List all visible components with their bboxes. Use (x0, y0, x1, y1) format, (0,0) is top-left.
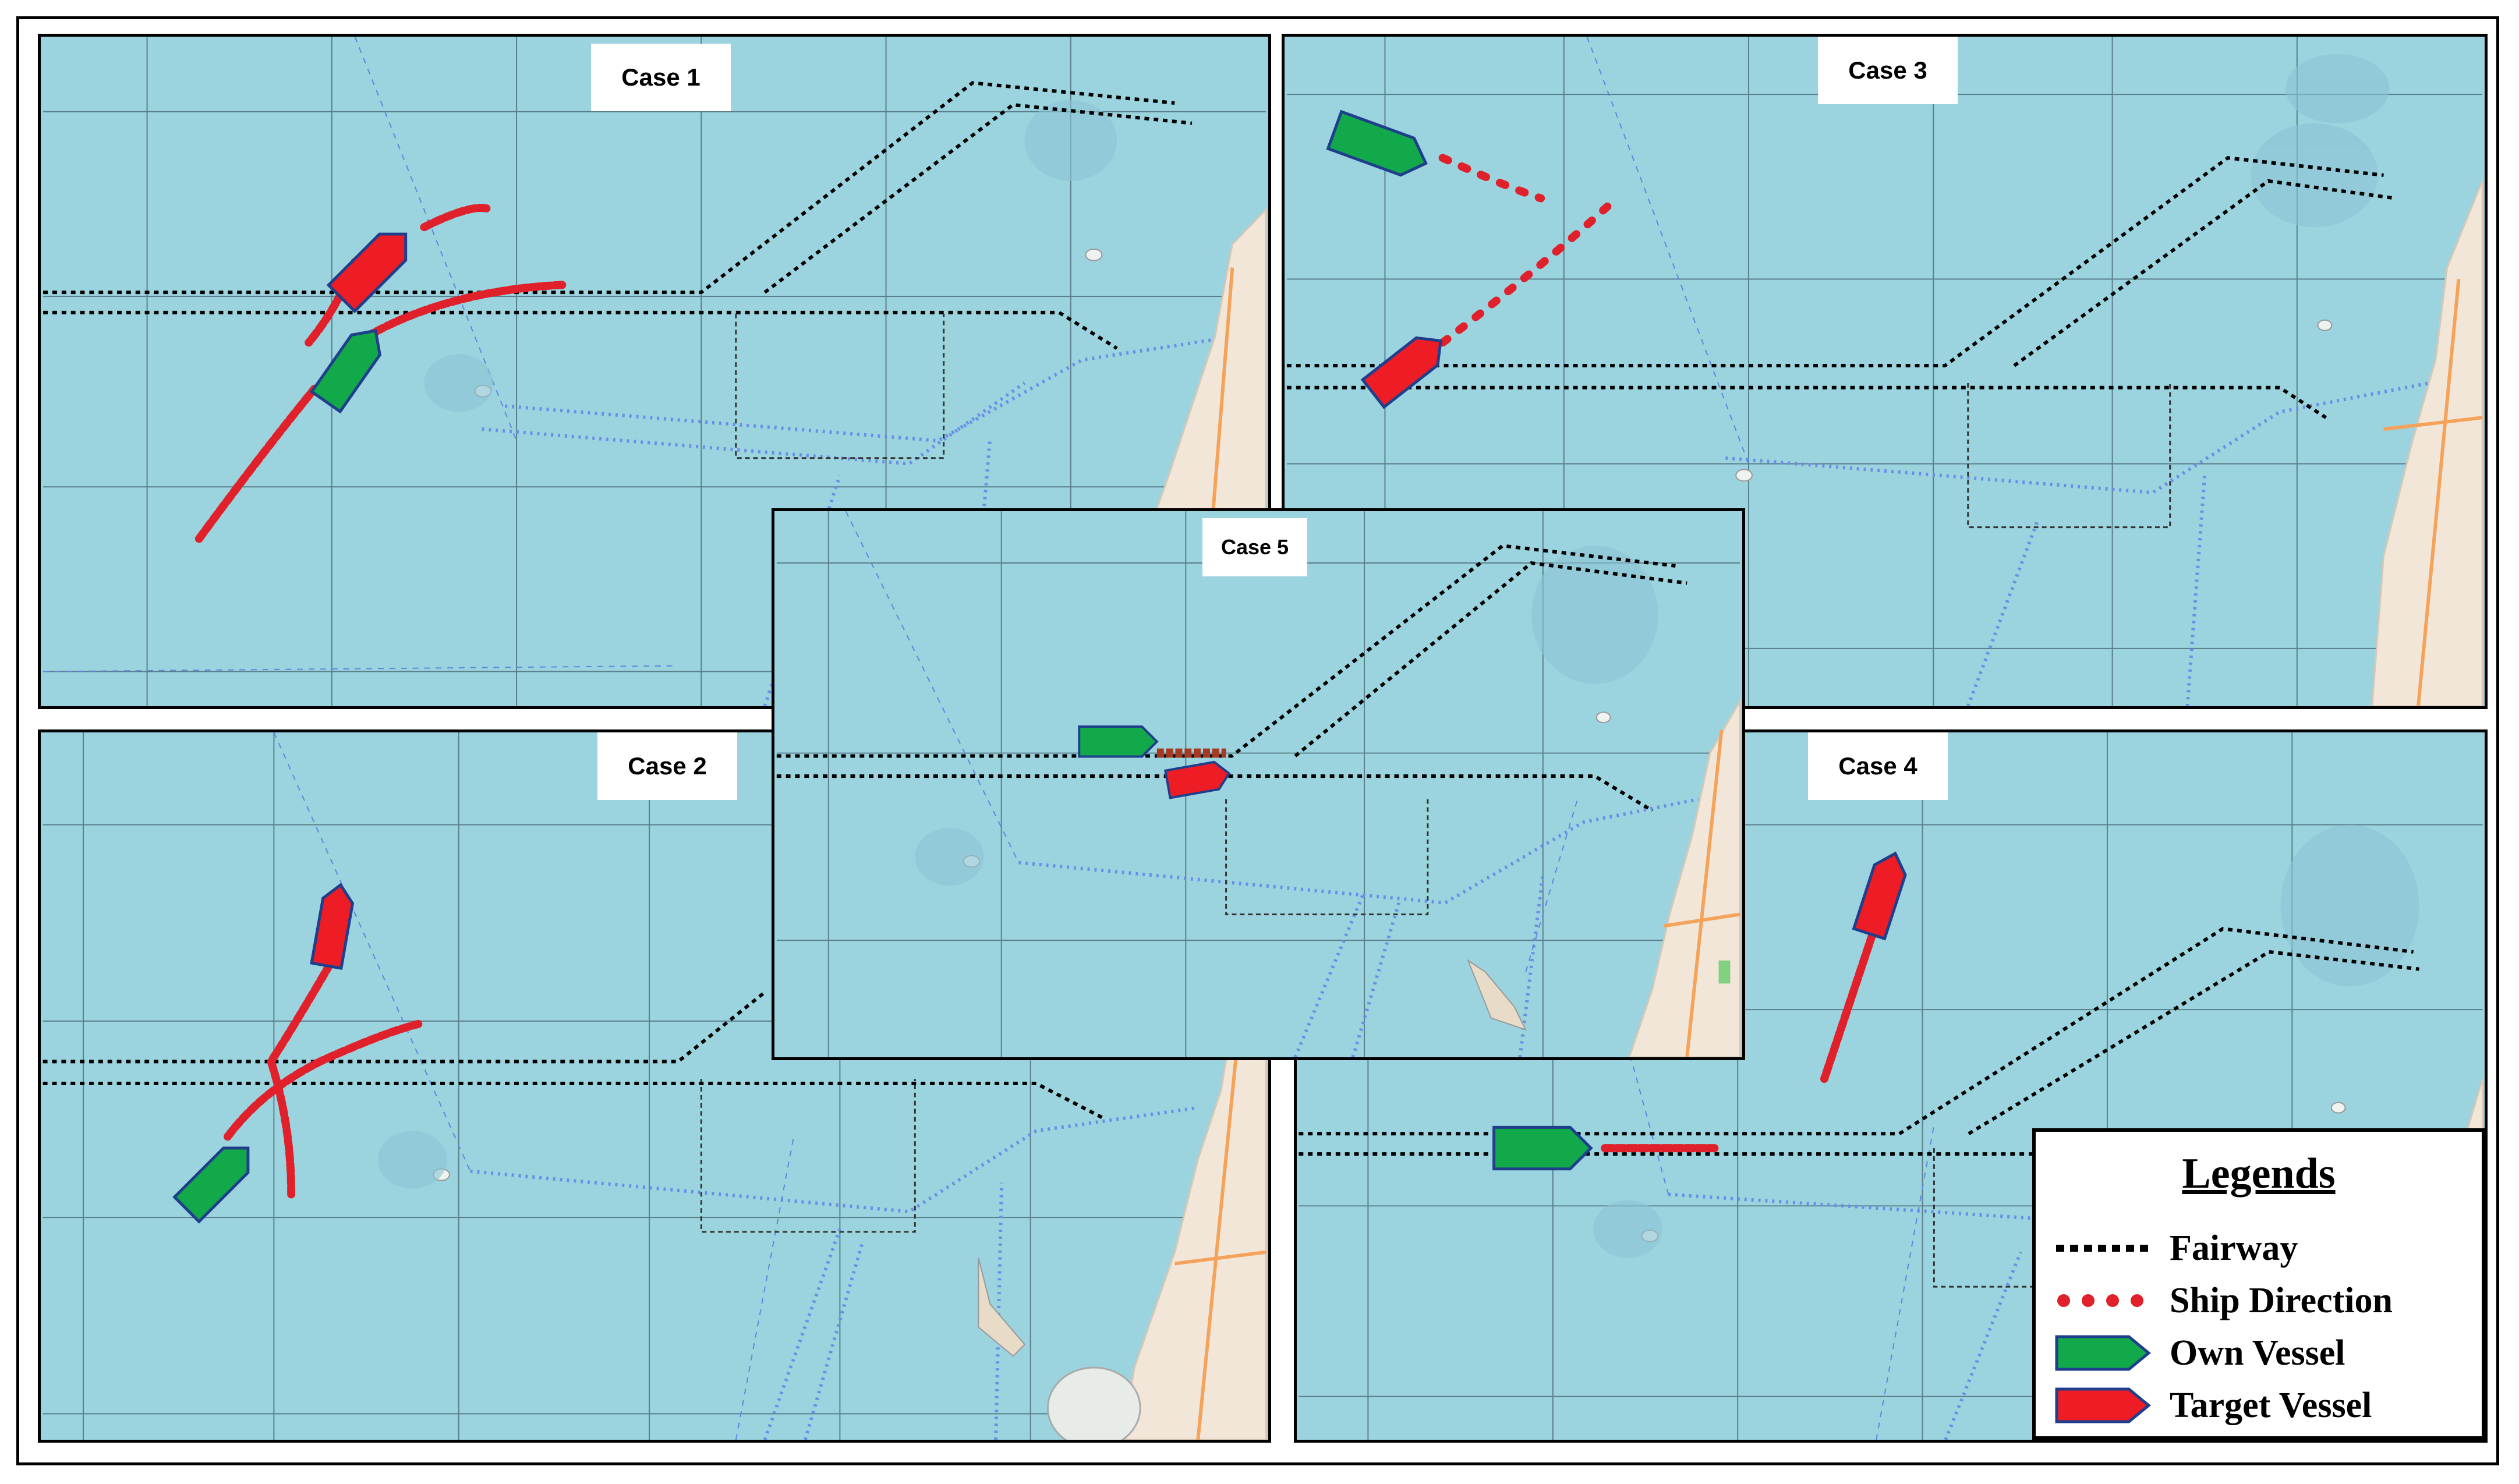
case-label: Case 2 (597, 732, 737, 800)
fairway-lines (43, 81, 1193, 350)
islands (433, 1168, 1026, 1357)
shipping-routes (470, 1106, 1198, 1440)
ship-direction-lines (194, 204, 567, 543)
dotted-red-line-icon (2057, 1294, 2143, 1307)
map-legend: Legends Fairway Ship Direction Own Vesse… (2032, 1128, 2485, 1440)
islands (963, 711, 1611, 1031)
case-label: Case 3 (1818, 37, 1958, 104)
thin-routes (273, 732, 795, 1440)
green-vessel-icon (2055, 1335, 2151, 1371)
target-vessel-icon (1360, 336, 1442, 409)
reef-patches (424, 100, 1117, 412)
ship-direction-lines (224, 959, 423, 1199)
case-label: Case 1 (591, 44, 731, 111)
legend-label: Ship Direction (2170, 1281, 2393, 1320)
map-panel-case-2[interactable]: Case 2 (38, 729, 1271, 1443)
map-panel-case-3[interactable]: Case 3 (1282, 34, 2488, 709)
own-vessel-icon (172, 1146, 250, 1224)
target-vessel-icon (326, 232, 408, 314)
legend-label: Fairway (2170, 1228, 2298, 1268)
thin-routes (1586, 37, 1749, 464)
legend-item-fairway: Fairway (2053, 1225, 2472, 1272)
land-area (1628, 697, 1741, 1057)
reef-patches (2251, 54, 2390, 228)
fairway-lines (776, 544, 1687, 813)
dotted-black-line-icon (2056, 1245, 2149, 1252)
own-vessel-icon (1326, 109, 1428, 177)
shipping-routes (1725, 381, 2430, 706)
reef-patches (915, 546, 1658, 886)
anchorage-box (1967, 382, 2171, 529)
own-vessel-icon (309, 329, 381, 414)
case-label: Case 4 (1808, 732, 1948, 800)
legend-item-ship-direction: Ship Direction (2053, 1277, 2472, 1324)
islands (1735, 319, 2333, 482)
legend-title: Legends (2182, 1150, 2336, 1198)
target-vessel-icon (1164, 760, 1231, 799)
target-vessel-icon (310, 883, 355, 970)
thin-routes (845, 511, 1579, 972)
red-vessel-icon (2055, 1387, 2151, 1423)
target-vessel-icon (1852, 851, 1907, 941)
map-case-5 (776, 511, 1741, 1057)
reef-patches (1593, 824, 2419, 1258)
shipping-routes (1018, 797, 1699, 1057)
anchorage-box (735, 313, 945, 459)
ship-direction-lines (1601, 919, 1881, 1153)
case-label: Case 5 (1202, 518, 1307, 576)
legend-label: Target Vessel (2170, 1386, 2372, 1425)
anchorage-box (700, 1079, 916, 1233)
fairway-lines (1286, 156, 2396, 419)
ship-direction-lines (1438, 154, 1615, 347)
own-vessel-icon (1492, 1125, 1593, 1171)
legend-label: Own Vessel (2170, 1333, 2345, 1373)
thin-routes (1540, 732, 1935, 1440)
fairway-lines (43, 991, 1106, 1121)
legend-item-target-vessel: Target Vessel (2053, 1382, 2472, 1429)
own-vessel-icon (1078, 725, 1159, 758)
map-panel-case-5[interactable]: Case 5 (772, 508, 1745, 1060)
islands (474, 248, 1103, 398)
map-case-2 (43, 732, 1267, 1440)
anchorage-box (1225, 799, 1429, 916)
reef-patches (377, 1131, 447, 1189)
legend-item-own-vessel: Own Vessel (2053, 1330, 2472, 1376)
land-area (2371, 180, 2483, 706)
